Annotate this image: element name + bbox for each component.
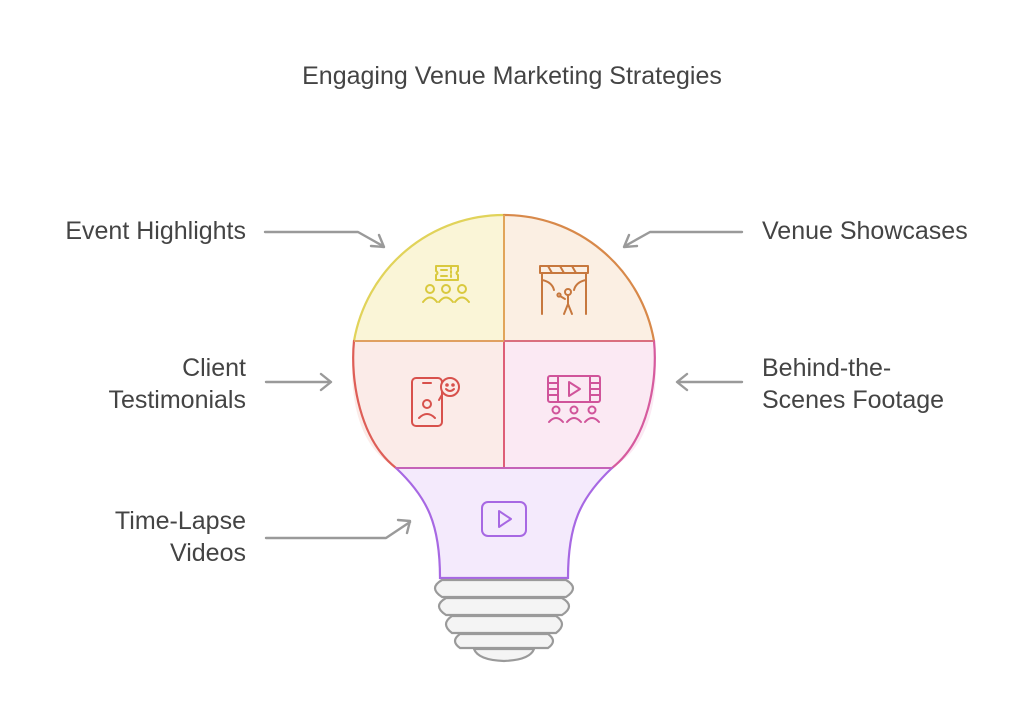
- label-event-highlights: Event Highlights: [65, 217, 246, 245]
- fill-behind-the-scenes: [504, 341, 656, 468]
- outline-top-right: [502, 213, 656, 343]
- label-time-lapse: Time-Lapse Videos: [114, 507, 246, 567]
- base-tip: [472, 647, 536, 663]
- outline-mid-left: [352, 339, 398, 470]
- film-strip-audience-icon: [547, 375, 601, 423]
- outline-mid-right: [610, 339, 656, 470]
- arrow-event-highlights: [263, 230, 386, 249]
- base-ring-4: [453, 632, 555, 650]
- base-ring-1: [433, 578, 575, 599]
- bulb-dividers: [354, 215, 654, 469]
- fill-event-highlights: [352, 215, 504, 341]
- label-venue-showcases: Venue Showcases: [762, 217, 968, 245]
- arrow-client-testimonials: [264, 372, 333, 392]
- connector-arrows: [263, 230, 744, 540]
- ticket-audience-icon: [422, 265, 470, 303]
- phone-smiley-icon: [411, 377, 460, 427]
- fill-venue-showcases: [504, 215, 656, 341]
- bulb-outline: [352, 213, 656, 580]
- base-ring-2: [437, 596, 571, 617]
- fill-client-testimonials: [352, 341, 504, 468]
- label-behind-the-scenes: Behind-the- Scenes Footage: [762, 354, 945, 414]
- stage-performer-icon: [539, 265, 589, 315]
- arrow-venue-showcases: [622, 230, 744, 249]
- base-ring-3: [444, 614, 564, 635]
- outline-top-left: [352, 213, 506, 343]
- fill-time-lapse: [352, 468, 656, 580]
- play-button-icon: [481, 501, 527, 537]
- label-client-testimonials: Client Testimonials: [108, 354, 246, 414]
- diagram-title: Engaging Venue Marketing Strategies: [302, 62, 722, 90]
- bulb-base: [433, 578, 575, 663]
- arrow-time-lapse: [264, 518, 412, 540]
- outline-neck: [394, 466, 614, 580]
- arrow-behind-the-scenes: [675, 372, 744, 392]
